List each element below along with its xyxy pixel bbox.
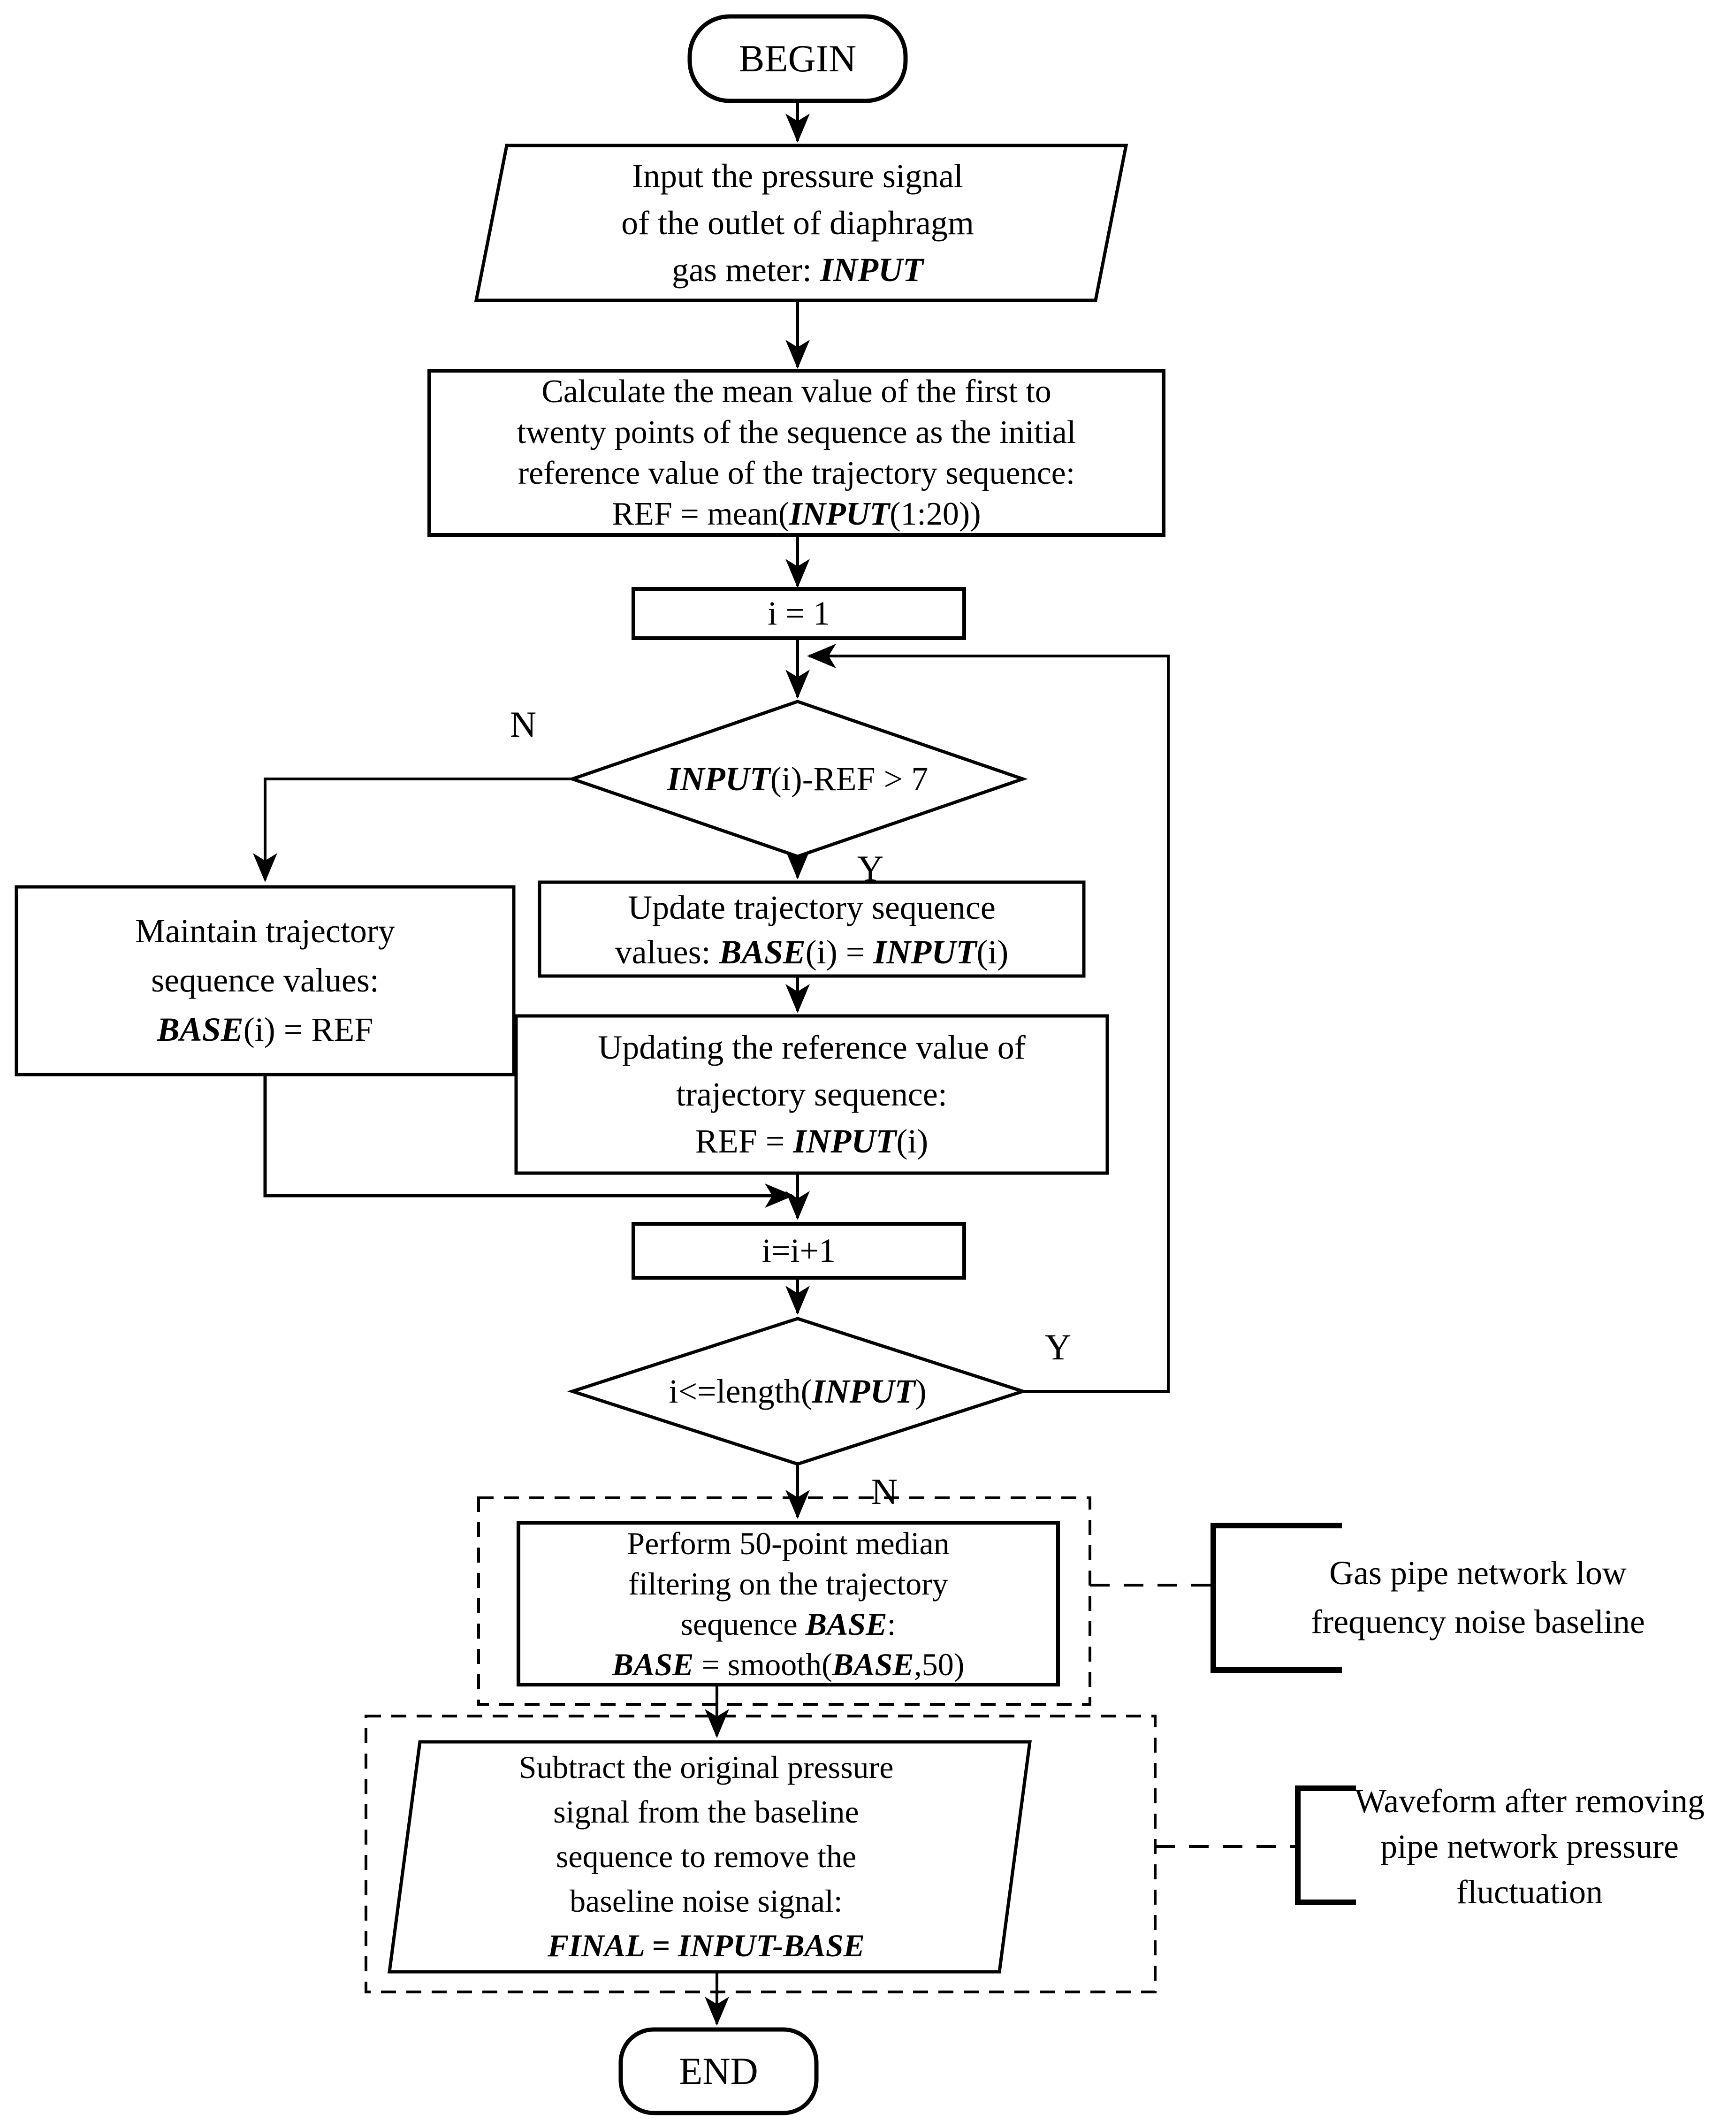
decision-threshold-label: INPUT(i)-REF > 7: [667, 760, 929, 798]
dashed-group-box-2: [365, 1715, 1157, 1993]
median-filter-rect-shape: [517, 1521, 1060, 1686]
edge-decision1-no-to-maintain: [253, 778, 572, 882]
update-ref-rect-shape: [514, 1014, 1109, 1175]
end-label: END: [679, 2050, 758, 2092]
input-parallelogram-shape: [474, 144, 1128, 302]
update-values-rect-shape: [538, 880, 1086, 978]
decision-length-label: i<=length(INPUT): [669, 1373, 927, 1410]
decision1-no-label: N: [510, 704, 537, 745]
subtract-parallelogram-shape: [388, 1740, 1032, 1974]
maintain-values-rect-shape: [15, 885, 516, 1076]
increment-i-rect-shape: [632, 1222, 966, 1280]
calc-ref-node-label: Calculate the mean value of the first to…: [517, 374, 1076, 532]
begin-label: BEGIN: [739, 37, 857, 80]
end-terminal-shape: [618, 2027, 819, 2115]
dashed-group-box-1: [477, 1496, 1091, 1706]
decision1-yes-label: Y: [857, 848, 884, 889]
edge-loop-yes-back: [807, 644, 1170, 1393]
waveform-note-bracket: [1295, 1785, 1356, 1905]
baseline-note-bracket: [1211, 1523, 1342, 1673]
decision2-yes-label: Y: [1044, 1327, 1072, 1367]
init-i-node-label: i = 1: [768, 595, 830, 632]
increment-i-label: i=i+1: [761, 1232, 836, 1269]
calc-ref-rect-shape: [427, 369, 1165, 537]
decision2-no-label: N: [871, 1471, 898, 1512]
init-i-rect-shape: [632, 587, 966, 640]
edge-maintain-join: [263, 1075, 794, 1208]
